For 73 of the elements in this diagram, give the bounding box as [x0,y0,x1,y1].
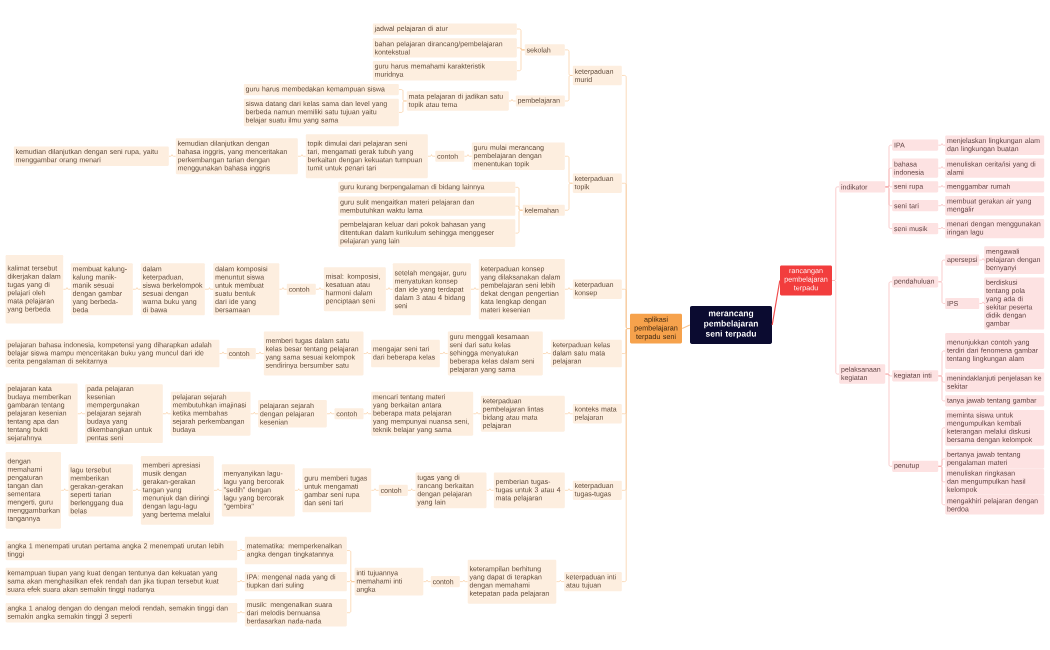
connector-line [459,579,468,582]
connector-line [363,411,372,415]
connector-line [564,75,573,102]
connector-line [213,488,222,491]
connector-line [237,548,245,551]
connector-line [564,488,573,491]
connector-line [564,182,573,211]
connector-line [564,287,573,290]
connector-line [508,99,516,102]
connector-line [162,411,171,415]
connector-line [250,411,259,415]
connector-line [470,287,479,290]
connector-line [398,100,407,113]
connector-line [385,287,393,290]
connector-line [326,411,335,415]
connector-line [885,185,893,188]
connector-line [237,579,245,582]
connector-line [885,186,893,229]
connector-line [473,411,481,415]
connector-line [398,89,407,102]
connector-line [621,328,631,582]
connector-line [346,579,355,582]
connector-line [371,488,379,491]
connector-line [771,279,781,326]
connector-line [204,287,214,290]
connector-line [681,324,691,330]
connector-line [938,259,946,283]
connector-line [938,203,946,206]
connector-line [346,581,355,614]
connector-line [516,47,525,51]
connector-line [132,488,141,491]
connector-line [938,281,946,304]
connector-line [556,579,565,582]
connector-line [219,351,227,354]
connector-line [564,411,573,415]
connector-line [938,185,946,188]
connector-line [938,350,946,377]
connector-line [515,205,523,211]
connector-line [168,154,176,157]
connector-line [407,488,416,491]
connector-line [979,301,985,304]
connector-line [516,49,525,72]
connector-line [515,209,523,234]
connector-line [564,49,573,76]
connector-line [516,28,525,51]
connector-line [885,373,893,467]
connector-line [486,488,494,491]
connector-line [427,154,436,157]
connector-line [938,143,946,146]
connector-line [63,287,71,290]
connector-line [464,154,472,157]
connector-line [363,351,372,354]
connector-line [938,466,946,506]
connector-line [831,280,840,375]
connector-line [564,155,573,184]
connector-line [279,287,287,290]
connector-line [938,375,946,402]
connector-line [255,351,264,354]
connector-line [885,281,893,375]
connector-line [60,488,69,491]
connector-line [297,154,306,157]
connector-line [885,167,893,188]
connector-line [423,579,431,582]
connector-line [542,351,551,354]
connector-line [439,351,448,354]
connector-line [938,458,946,467]
connector-line [237,610,245,614]
central-topic-box: merancang pembelajaran seni terpadu [690,306,772,344]
connector-line [938,226,946,229]
connector-line [132,287,141,290]
connector-line [294,488,303,491]
connector-line [315,287,324,290]
connector-line [77,411,86,415]
